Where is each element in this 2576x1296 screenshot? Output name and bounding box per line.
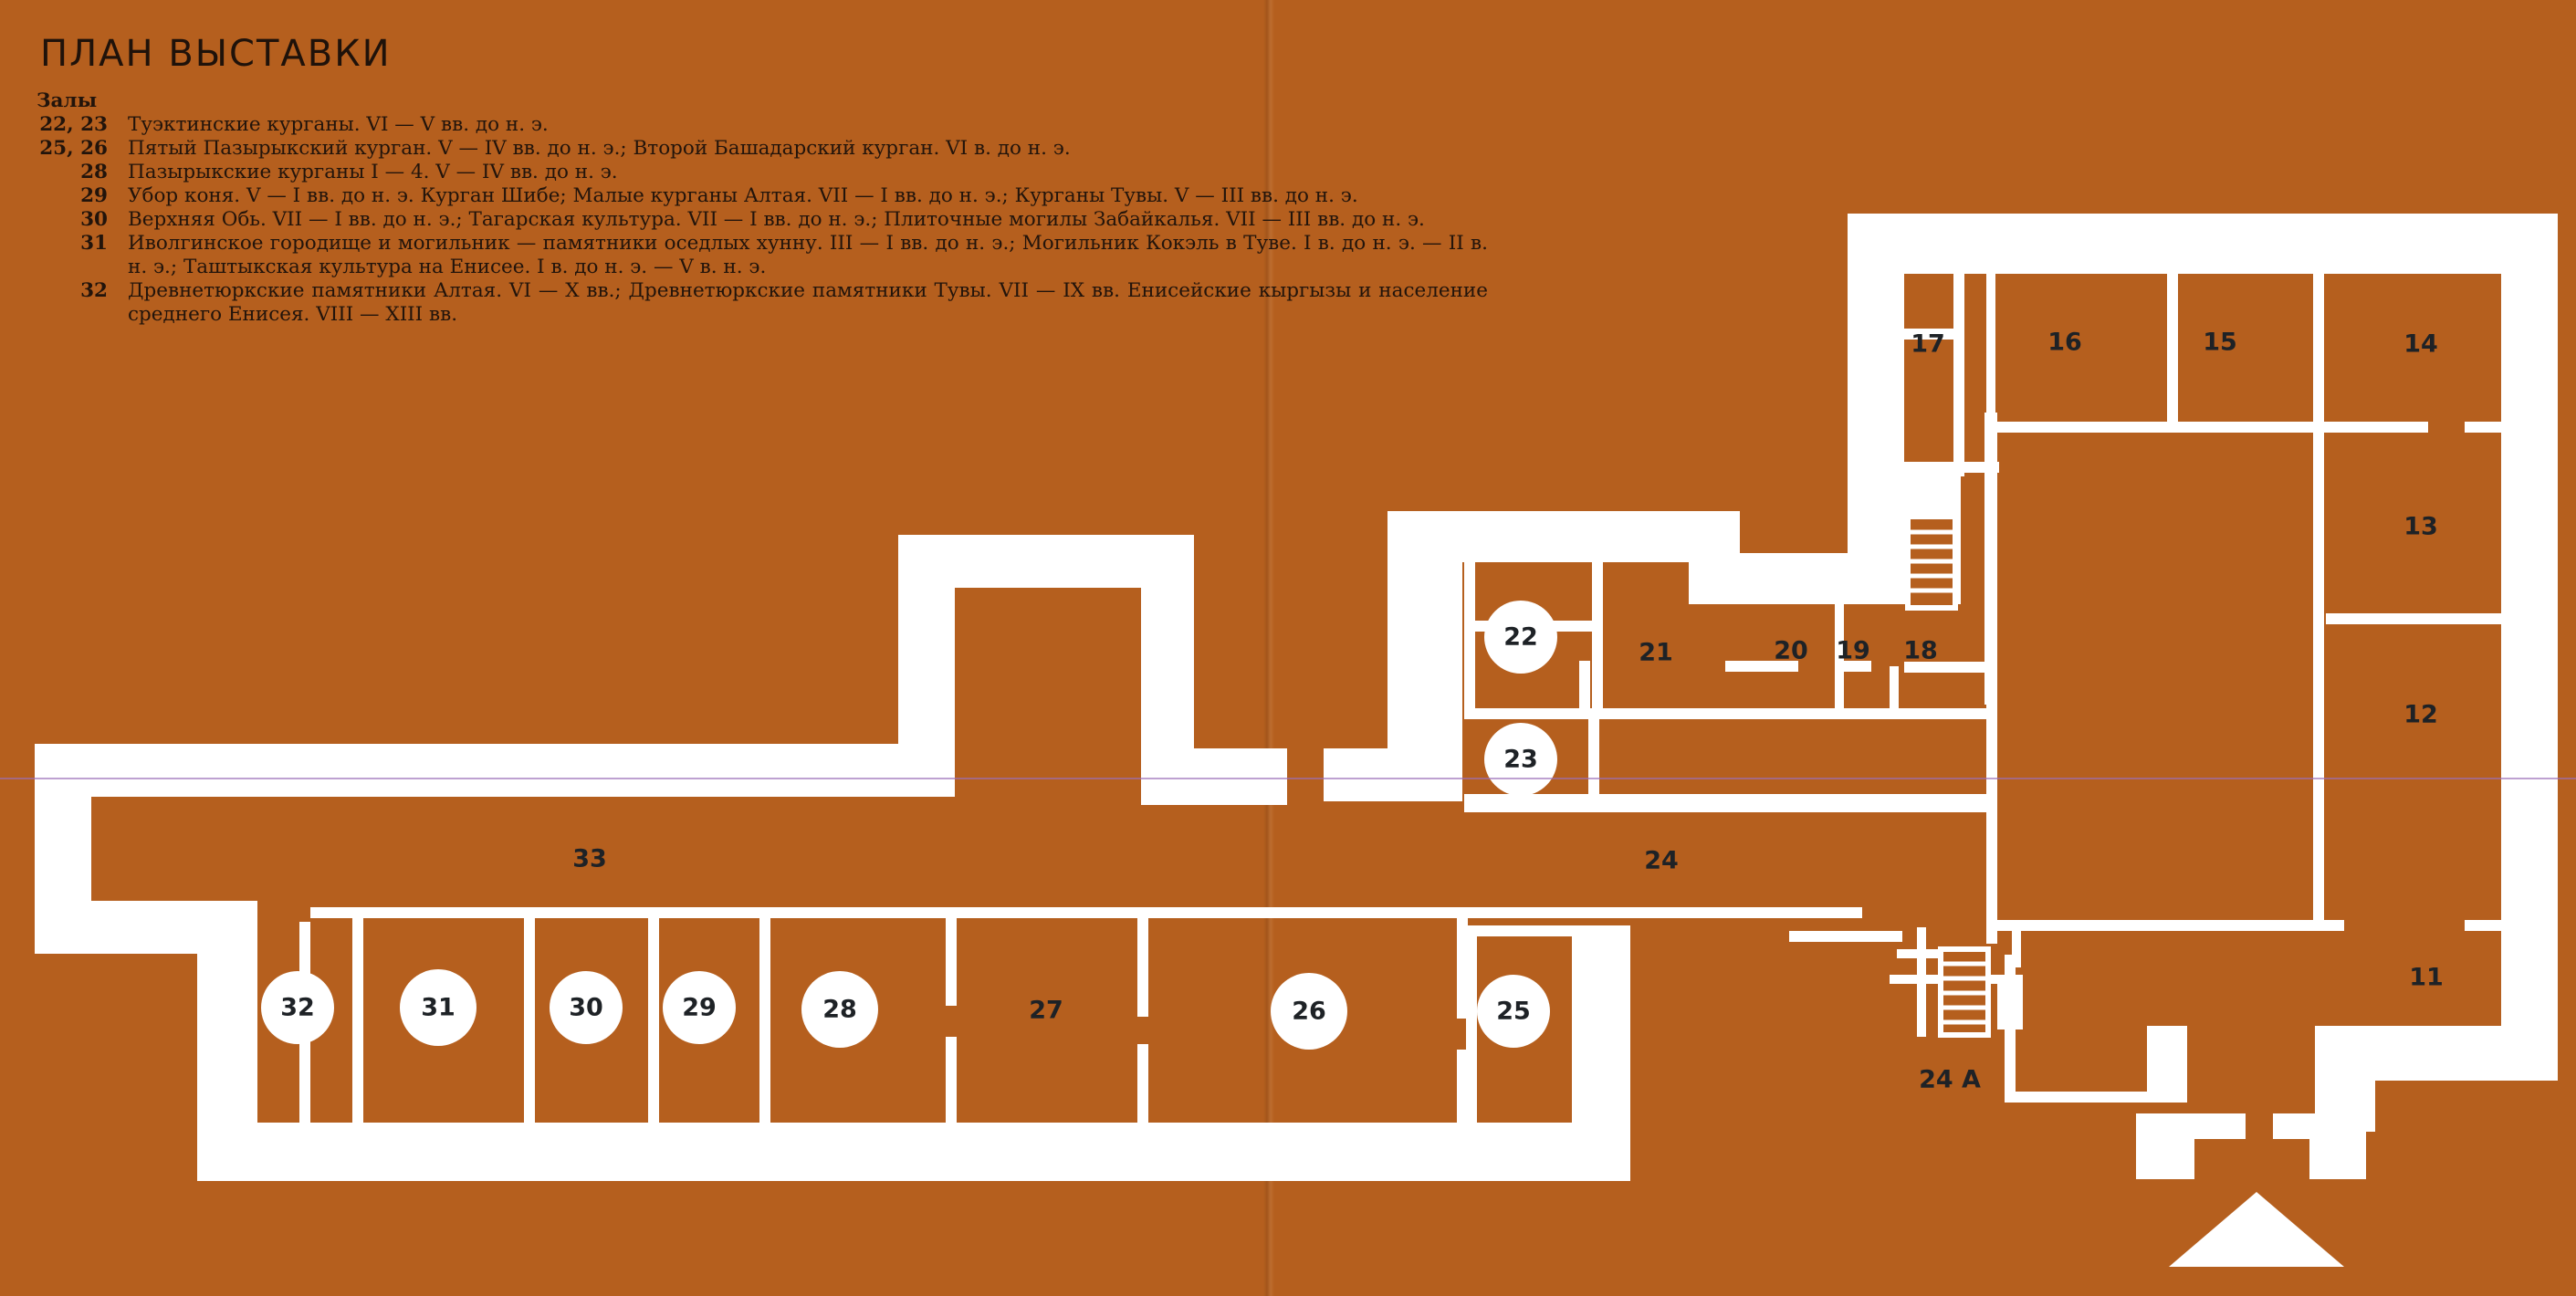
room-label-13: 13 [2403, 513, 2438, 541]
legend-row: 22, 23 Туэктинские курганы. VI — V вв. д… [37, 113, 1488, 137]
stairs-icon [1905, 514, 1958, 611]
legend-halls: 32 [80, 279, 108, 302]
hall-marker-22 [1484, 601, 1557, 674]
legend-description: Иволгинское городище и могильник — памят… [128, 232, 1488, 278]
legend-halls: 25, 26 [39, 137, 108, 160]
room-label-15: 15 [2203, 329, 2237, 357]
entrance-arrow-icon [2169, 1192, 2344, 1267]
legend-halls: 22, 23 [39, 113, 108, 136]
hall-marker-29 [663, 971, 736, 1044]
hall-legend: Залы 22, 23 Туэктинские курганы. VI — V … [37, 89, 1488, 327]
hall-marker-31 [400, 969, 476, 1046]
legend-description: Древнетюркские памятники Алтая. VI — X в… [128, 279, 1488, 326]
room-label-17: 17 [1911, 330, 1945, 359]
hall-marker-32 [261, 971, 334, 1044]
legend-row: 30 Верхняя Обь. VII — I вв. до н. э.; Та… [37, 208, 1488, 232]
room-label-16: 16 [2047, 329, 2082, 357]
room-label-28: 28 [822, 996, 857, 1024]
legend-description: Пятый Пазырыкский курган. V — IV вв. до … [128, 137, 1071, 160]
southern-galleries-walls [197, 901, 1902, 1181]
room-label-32: 32 [280, 994, 315, 1022]
room-label-11: 11 [2409, 964, 2444, 992]
legend-halls: 30 [80, 208, 108, 231]
legend-description: Верхняя Обь. VII — I вв. до н. э.; Тагар… [128, 208, 1425, 231]
legend-row: 25, 26 Пятый Пазырыкский курган. V — IV … [37, 137, 1488, 161]
stairs-icon [1938, 946, 1991, 1038]
room-label-22: 22 [1503, 623, 1538, 652]
featured-hall-markers [261, 601, 1557, 1050]
legend-row: 29 Убор коня. V — I вв. до н. э. Курган … [37, 184, 1488, 208]
west-wing-walls [35, 214, 1904, 954]
hall-marker-26 [1271, 973, 1347, 1050]
room-label-33: 33 [572, 845, 607, 873]
legend-description: Туэктинские курганы. VI — V вв. до н. э. [128, 113, 549, 136]
legend-halls: 28 [80, 161, 108, 183]
legend-heading: Залы [37, 89, 98, 112]
room-label-12: 12 [2403, 701, 2438, 729]
legend-row: 28 Пазырыкские курганы I — 4. V — IV вв.… [37, 161, 1488, 184]
room-label-31: 31 [421, 994, 456, 1022]
legend-row: 32 Древнетюркские памятники Алтая. VI — … [37, 279, 1488, 327]
legend-row: 31 Иволгинское городище и могильник — па… [37, 232, 1488, 279]
room-label-25: 25 [1496, 998, 1531, 1026]
legend-halls: 29 [80, 184, 108, 207]
room-labels: 11 12 13 14 15 16 17 18 19 20 21 22 23 2… [280, 329, 2444, 1094]
room-label-18: 18 [1903, 637, 1938, 665]
room-label-24a: 24 А [1919, 1066, 1981, 1094]
room-label-29: 29 [682, 994, 717, 1022]
room-label-14: 14 [2403, 330, 2438, 359]
legend-description: Убор коня. V — I вв. до н. э. Курган Шиб… [128, 184, 1358, 207]
room-label-19: 19 [1836, 637, 1870, 665]
paper-fold [1263, 0, 1274, 1296]
room-label-30: 30 [569, 994, 603, 1022]
room-label-23: 23 [1503, 746, 1538, 774]
legend-halls: 31 [80, 232, 108, 255]
east-wing-walls [1848, 214, 2558, 1179]
room-label-21: 21 [1639, 639, 1673, 667]
room-label-26: 26 [1292, 998, 1326, 1026]
page-title: ПЛАН ВЫСТАВКИ [40, 33, 392, 75]
room-label-24: 24 [1644, 847, 1679, 875]
interior-walls-east [1897, 274, 2501, 967]
room-label-27: 27 [1029, 997, 1063, 1025]
interior-walls-center [1464, 560, 1986, 812]
hall-marker-30 [550, 971, 623, 1044]
hall-marker-25 [1477, 975, 1550, 1048]
legend-description: Пазырыкские курганы I — 4. V — IV вв. до… [128, 161, 618, 183]
scan-line [0, 778, 2576, 779]
hall-marker-28 [801, 971, 878, 1048]
room-label-20: 20 [1774, 637, 1808, 665]
